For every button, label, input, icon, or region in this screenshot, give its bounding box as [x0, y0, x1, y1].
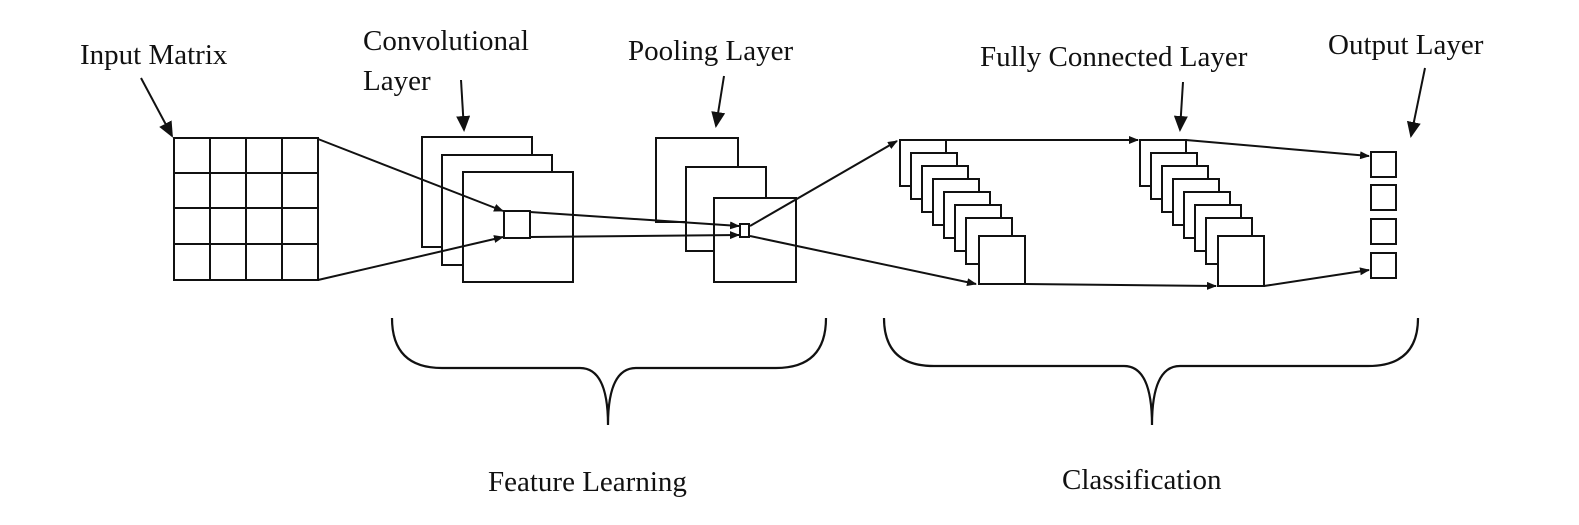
fully-connected-stack-2 [1139, 139, 1265, 287]
output-node [1370, 218, 1397, 245]
pooling-unit [739, 223, 750, 238]
classification-brace [882, 317, 1420, 426]
input-matrix-grid [173, 137, 319, 281]
label-pointer-arrows [140, 67, 1426, 138]
fully-connected-stack-1 [899, 139, 1026, 285]
feature-learning-brace [390, 317, 828, 426]
connection-arrows [317, 136, 1370, 290]
output-node [1370, 151, 1397, 178]
pooling-feature-maps [655, 137, 797, 283]
output-layer-label: Output Layer [1328, 29, 1484, 61]
classification-label: Classification [1062, 464, 1222, 496]
convolutional-layer-label-line2: Layer [363, 65, 431, 97]
output-node [1370, 252, 1397, 279]
feature-learning-label: Feature Learning [488, 466, 687, 498]
output-layer-nodes [1370, 151, 1397, 279]
convolutional-layer-label-line1: Convolutional [363, 25, 529, 57]
input-matrix-label: Input Matrix [80, 39, 228, 71]
pooling-layer-label: Pooling Layer [628, 35, 793, 67]
fully-connected-layer-label: Fully Connected Layer [980, 41, 1248, 73]
convolutional-feature-maps [421, 136, 574, 283]
convolution-receptive-patch [503, 210, 531, 239]
output-node [1370, 184, 1397, 211]
